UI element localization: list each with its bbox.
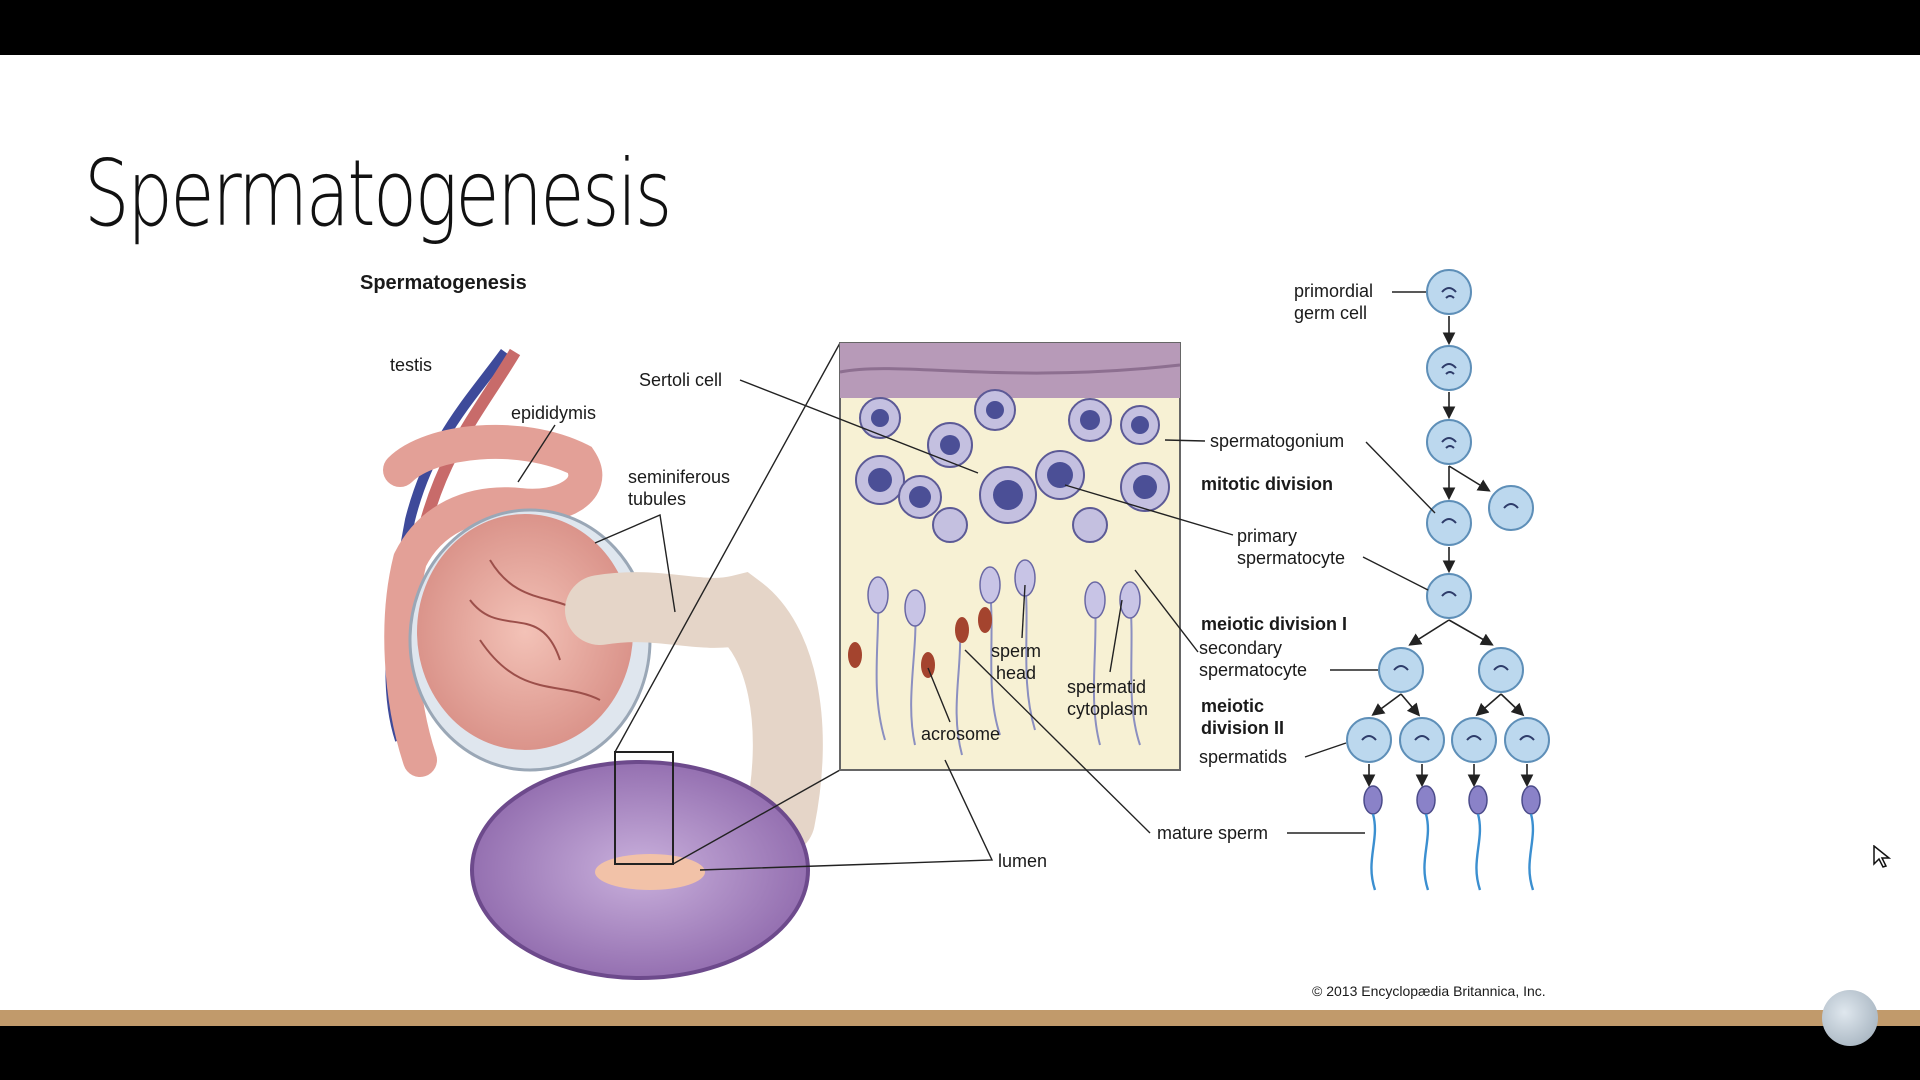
label-mature-sperm: mature sperm xyxy=(1157,823,1268,843)
label-acrosome: acrosome xyxy=(921,724,1000,744)
label-meiotic-division-2a: meiotic xyxy=(1201,696,1264,716)
division-schematic xyxy=(1346,269,1550,891)
label-primary-2: spermatocyte xyxy=(1237,548,1345,568)
testis-illustration xyxy=(383,348,823,980)
cursor-icon xyxy=(1873,845,1891,868)
label-seminiferous-1: seminiferous xyxy=(628,467,730,487)
label-lumen: lumen xyxy=(998,851,1047,871)
footer-bar xyxy=(0,1010,1920,1026)
label-testis: testis xyxy=(390,355,432,375)
label-spermatid-cytoplasm-1: spermatid xyxy=(1067,677,1146,697)
label-sperm-head-1: sperm xyxy=(991,641,1041,661)
slide-title: Spermatogenesis xyxy=(84,140,672,247)
label-spermatids: spermatids xyxy=(1199,747,1287,767)
label-primordial-2: germ cell xyxy=(1294,303,1367,323)
label-sperm-head-2: head xyxy=(996,663,1036,683)
zoom-line-bottom xyxy=(672,769,841,865)
label-meiotic-division-1: meiotic division I xyxy=(1201,614,1347,634)
logo-icon xyxy=(1822,990,1878,1046)
label-primary-1: primary xyxy=(1237,526,1297,546)
figure-heading: Spermatogenesis xyxy=(360,272,527,294)
label-secondary-2: spermatocyte xyxy=(1199,660,1307,680)
label-epididymis: epididymis xyxy=(511,403,596,423)
zoom-panel xyxy=(839,342,1181,771)
label-secondary-1: secondary xyxy=(1199,638,1282,658)
label-primordial-1: primordial xyxy=(1294,281,1373,301)
copyright-credit: © 2013 Encyclopædia Britannica, Inc. xyxy=(1312,983,1546,999)
label-sertoli-cell: Sertoli cell xyxy=(639,370,722,390)
label-seminiferous-2: tubules xyxy=(628,489,686,509)
label-mitotic-division: mitotic division xyxy=(1201,474,1333,494)
label-meiotic-division-2b: division II xyxy=(1201,718,1284,738)
label-spermatogonium: spermatogonium xyxy=(1210,431,1344,451)
zoom-line-top xyxy=(614,342,841,753)
label-spermatid-cytoplasm-2: cytoplasm xyxy=(1067,699,1148,719)
